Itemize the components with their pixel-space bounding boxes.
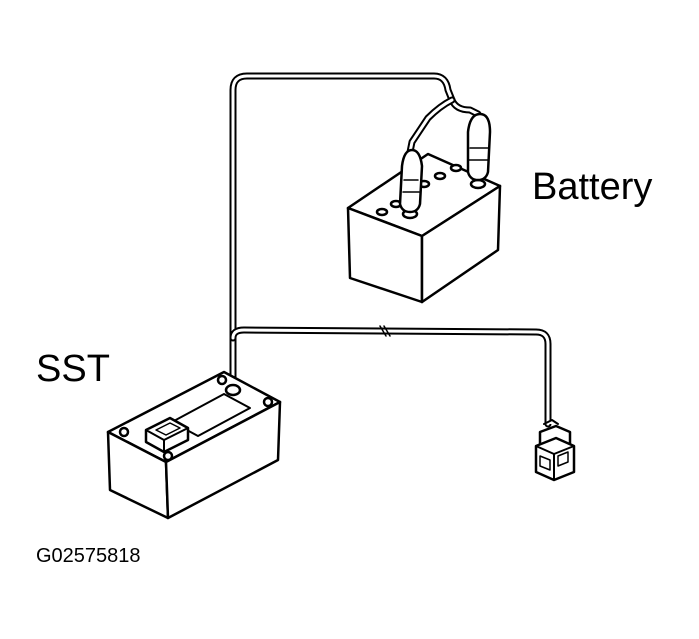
battery-drawing bbox=[346, 152, 502, 304]
clamp-left bbox=[398, 148, 424, 214]
sst-side bbox=[164, 400, 282, 520]
clamp-right bbox=[466, 112, 492, 182]
diagnostic-connector bbox=[534, 419, 576, 482]
sst-box bbox=[106, 370, 282, 520]
battery-label: Battery bbox=[532, 166, 653, 208]
battery-side bbox=[420, 184, 502, 304]
battery-clamps bbox=[398, 112, 492, 214]
cable-to-clamp-left bbox=[406, 96, 456, 156]
sst-label: SST bbox=[36, 348, 110, 390]
figure-code: G02575818 bbox=[36, 545, 141, 567]
cables bbox=[229, 72, 552, 428]
